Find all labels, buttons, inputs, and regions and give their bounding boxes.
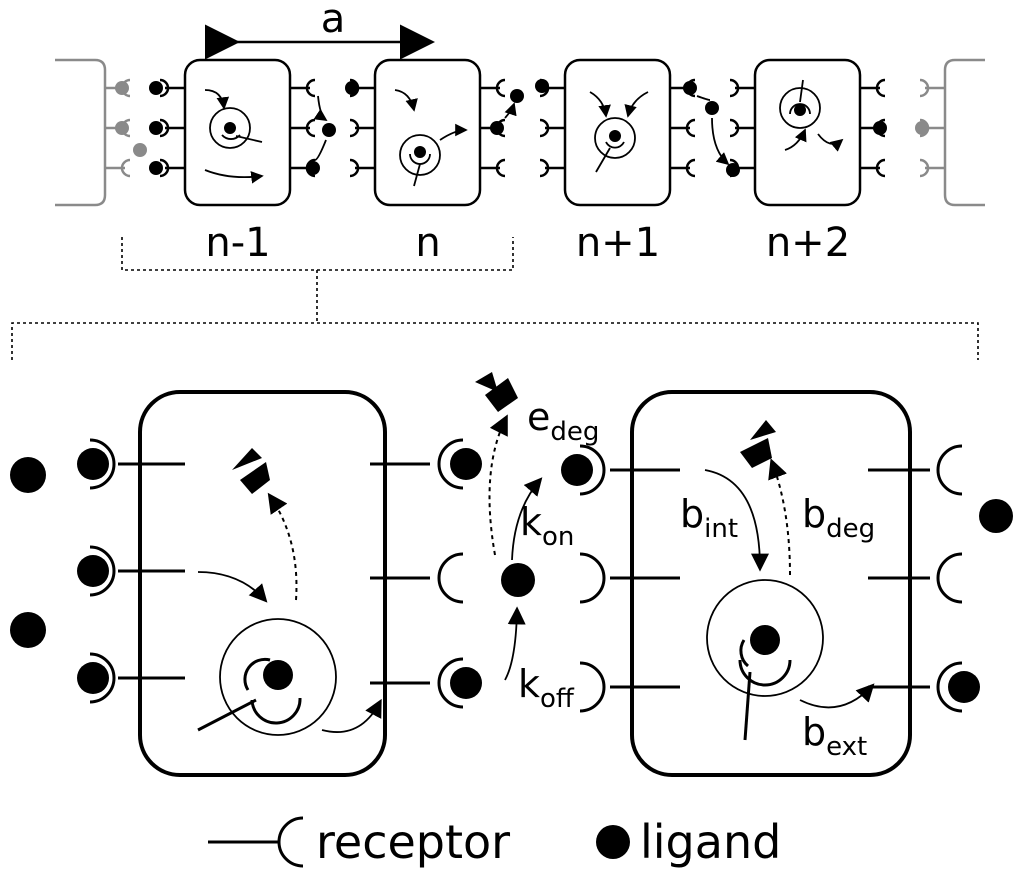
- cell-label-n: n: [415, 220, 440, 266]
- cell-n-membrane: [375, 60, 480, 205]
- cell-n-1-membrane: [185, 60, 290, 205]
- rate-k-off: koff: [518, 662, 575, 714]
- legend: receptor ligand: [208, 815, 781, 869]
- rate-b-int: bint: [680, 492, 738, 544]
- top-row: a: [55, 0, 985, 266]
- legend-ligand-icon: [596, 825, 630, 859]
- rate-k-on: kon: [520, 500, 574, 552]
- cell-label-n-plus-1: n+1: [576, 220, 660, 266]
- legend-ligand-label: ligand: [640, 815, 781, 869]
- legend-receptor-label: receptor: [316, 815, 510, 869]
- spacing-indicator: a: [235, 0, 430, 42]
- top-internal-arrows: [205, 90, 842, 177]
- top-ligands: [149, 79, 887, 177]
- faded-left-cell: [55, 60, 147, 205]
- cell-label-n-plus-2: n+2: [766, 220, 850, 266]
- rate-b-deg: bdeg: [802, 492, 875, 544]
- rate-b-ext: bext: [802, 710, 867, 762]
- rate-e-deg: edeg: [527, 395, 599, 447]
- zoomed-view: edeg kon koff bint bdeg bext: [10, 372, 1013, 775]
- faded-right-cell: [915, 60, 985, 205]
- spacing-label: a: [321, 0, 346, 42]
- cell-n-plus-2-membrane: [755, 60, 860, 205]
- zoom-endosomes: [198, 580, 823, 740]
- cell-label-n-1: n-1: [205, 220, 270, 266]
- zoom-cell-right: [632, 392, 910, 775]
